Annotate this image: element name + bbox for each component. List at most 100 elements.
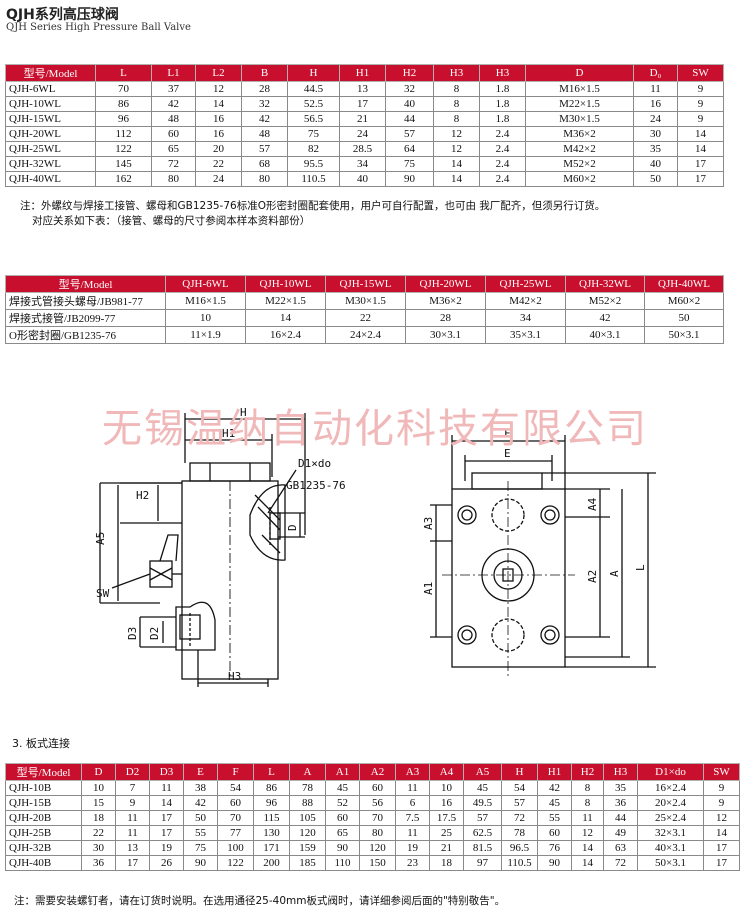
column-header: F: [217, 763, 254, 781]
table-cell: 8: [571, 780, 604, 796]
table-cell: 75: [287, 126, 340, 142]
table-cell: 14: [433, 171, 480, 187]
table-cell: 19: [149, 840, 184, 856]
table-cell: 44: [603, 810, 638, 826]
table-cell: 14: [245, 309, 326, 327]
table-cell: M16×1.5: [525, 81, 634, 97]
table-cell: 100: [217, 840, 254, 856]
label-e: E: [504, 447, 511, 460]
label-d3: D3: [126, 627, 139, 640]
table-cell: 11: [571, 810, 604, 826]
company-watermark: 无锡温纳自动化科技有限公司: [102, 406, 648, 452]
table-cell: 32: [385, 81, 434, 97]
table-cell: 24×2.4: [325, 326, 406, 344]
mounting-plate: [451, 488, 566, 668]
table-cell: 11: [149, 780, 184, 796]
table-cell: 9: [703, 795, 740, 811]
column-header: D: [81, 763, 116, 781]
table-cell: QJH-15B: [5, 795, 82, 811]
table-cell: 11: [633, 81, 678, 97]
table-cell: 22: [81, 825, 116, 841]
table-cell: 18: [81, 810, 116, 826]
table-cell: 8: [571, 795, 604, 811]
table-cell: 10: [429, 780, 464, 796]
column-header: QJH-20WL: [405, 275, 486, 293]
table-cell: 37: [151, 81, 196, 97]
column-header: D1×do: [637, 763, 704, 781]
table-cell: 80: [241, 171, 288, 187]
table-cell: 16: [633, 96, 678, 112]
table-cell: QJH-20B: [5, 810, 82, 826]
column-header: L: [253, 763, 290, 781]
label-d2: D2: [148, 627, 161, 640]
column-header: H2: [385, 64, 434, 82]
table-cell: 36: [81, 855, 116, 871]
table-cell: 40×3.1: [565, 326, 645, 344]
table-cell: 17: [703, 840, 740, 856]
table-cell: M36×2: [525, 126, 634, 142]
table-cell: 9: [677, 96, 724, 112]
column-header: D: [525, 64, 634, 82]
table-cell: 110.5: [501, 855, 538, 871]
table-cell: 62.5: [463, 825, 502, 841]
table-cell: M22×1.5: [245, 292, 326, 310]
table-cell: 78: [501, 825, 538, 841]
table-cell: 35×3.1: [485, 326, 566, 344]
table-cell: 12: [703, 810, 740, 826]
table-cell: 28.5: [339, 141, 386, 157]
table-cell: 11: [395, 825, 430, 841]
column-header: QJH-15WL: [325, 275, 406, 293]
table-cell: 54: [217, 780, 254, 796]
table-cell: 44.5: [287, 81, 340, 97]
table-cell: 34: [339, 156, 386, 172]
lower-port: [175, 601, 216, 651]
table-cell: 110: [325, 855, 360, 871]
table-cell: 200: [253, 855, 290, 871]
table-cell: 焊接式管接头螺母/JB981-77: [5, 292, 166, 310]
table-cell: 49.5: [463, 795, 502, 811]
table-cell: 14: [703, 825, 740, 841]
table-cell: 1.8: [479, 111, 526, 127]
table-cell: 40: [339, 171, 386, 187]
table-cell: 9: [677, 111, 724, 127]
table-cell: 48: [241, 126, 288, 142]
column-header: QJH-40WL: [644, 275, 724, 293]
label-a1: A1: [422, 582, 435, 595]
column-header: E: [183, 763, 218, 781]
table-cell: 120: [359, 840, 396, 856]
table-cell: 50: [644, 309, 724, 327]
table-cell: 57: [501, 795, 538, 811]
table-cell: QJH-10WL: [5, 96, 96, 112]
table-cell: 110.5: [287, 171, 340, 187]
table-cell: 60: [359, 780, 396, 796]
table-cell: 40×3.1: [637, 840, 704, 856]
label-d1xdo: D1×do: [298, 457, 331, 470]
table-cell: 14: [677, 141, 724, 157]
table-cell: 80: [151, 171, 196, 187]
table-cell: 17: [115, 855, 150, 871]
column-header: B: [241, 64, 288, 82]
table-cell: M60×2: [644, 292, 724, 310]
table-cell: 49: [603, 825, 638, 841]
table-cell: 23: [395, 855, 430, 871]
table-cell: 1.8: [479, 96, 526, 112]
table-cell: 52.5: [287, 96, 340, 112]
table-cell: 44: [385, 111, 434, 127]
table-cell: 82: [287, 141, 340, 157]
page-title: QJH系列高压球阀: [6, 7, 119, 23]
table-cell: 16: [429, 795, 464, 811]
table-cell: 12: [433, 126, 480, 142]
table-cell: 32×3.1: [637, 825, 704, 841]
table-cell: 96.5: [501, 840, 538, 856]
table-cell: 150: [359, 855, 396, 871]
table-cell: 65: [151, 141, 196, 157]
label-gb1235: GB1235-76: [286, 479, 346, 492]
note-plate: 注：需要安装螺钉者，请在订货时说明。在选用通径25-40mm板式阀时，请详细参阅…: [14, 895, 506, 907]
